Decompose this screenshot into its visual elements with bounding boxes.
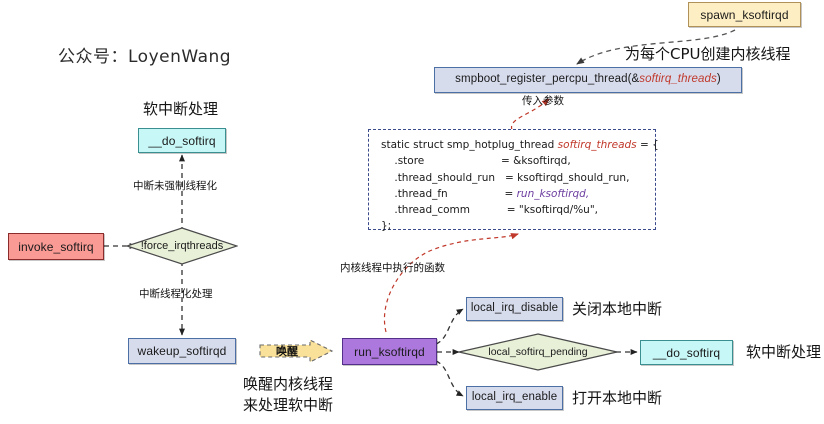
node-local-softirq-pending[interactable]: local_softirq_pending: [458, 333, 618, 371]
node-do-softirq-bottom[interactable]: __do_softirq: [640, 340, 733, 365]
node-smpboot-register-percpu-thread[interactable]: smpboot_register_percpu_thread(&softirq_…: [434, 67, 742, 93]
code-line-3-em: run_ksoftirqd,: [516, 187, 590, 200]
smpboot-suffix: ): [716, 73, 721, 86]
label-softirq-handling-bottom: 软中断处理: [746, 343, 822, 361]
code-line-1-text: .store = &ksoftirqd,: [381, 155, 571, 168]
code-line-0: static struct smp_hotplug_thread softirq…: [381, 137, 659, 153]
wakeup-arrow-banner: 唤醒: [258, 338, 334, 364]
node-local-irq-disable[interactable]: local_irq_disable: [466, 297, 563, 321]
node-do-softirq-bottom-label: __do_softirq: [652, 345, 721, 360]
label-enable-local-irq: 打开本地中断: [572, 389, 663, 407]
node-invoke-softirq-label: invoke_softirq: [18, 239, 94, 254]
label-pass-param: 传入参数: [522, 95, 564, 107]
node-run-ksoftirqd-label: run_ksoftirqd: [354, 344, 425, 359]
node-do-softirq-top-label: __do_softirq: [148, 133, 216, 148]
code-line-3: .thread_fn = run_ksoftirqd,: [381, 186, 645, 202]
code-line-2: .thread_should_run = ksoftirqd_should_ru…: [381, 170, 645, 186]
label-disable-local-irq: 关闭本地中断: [572, 300, 663, 318]
code-line-0-tail: = {: [636, 139, 659, 151]
code-block: static struct smp_hotplug_thread softirq…: [368, 129, 659, 232]
node-wakeup-softirqd-label: wakeup_softirqd: [137, 344, 227, 358]
code-line-2-text: .thread_should_run = ksoftirqd_should_ru…: [381, 171, 630, 184]
node-local-irq-enable[interactable]: local_irq_enable: [466, 386, 563, 410]
code-line-5: };: [381, 218, 645, 234]
smpboot-prefix: smpboot_register_percpu_thread(&: [455, 73, 640, 86]
node-force-irqthreads-label: !force_irqthreads: [140, 240, 224, 252]
code-line-4-text: .thread_comm = "ksoftirqd/%u",: [381, 204, 599, 217]
label-create-kthread-per-cpu: 为每个CPU创建内核线程: [625, 45, 791, 63]
label-kthread-exec-fn: 内核线程中执行的函数: [340, 262, 445, 274]
node-local-softirq-pending-label: local_softirq_pending: [488, 346, 588, 358]
label-threaded-handling: 中断线程化处理: [139, 288, 213, 300]
code-line-4: .thread_comm = "ksoftirqd/%u",: [381, 202, 645, 218]
label-wakeup-desc-line2: 来处理软中断: [243, 396, 334, 414]
node-wakeup-softirqd[interactable]: wakeup_softirqd: [128, 338, 236, 364]
node-spawn-ksoftirqd[interactable]: spawn_ksoftirqd: [688, 2, 801, 27]
node-invoke-softirq[interactable]: invoke_softirq: [8, 233, 104, 260]
code-line-0-em: softirq_threads: [557, 139, 637, 151]
node-local-irq-disable-label: local_irq_disable: [470, 302, 559, 315]
label-wakeup-desc-line1: 唤醒内核线程: [243, 375, 334, 393]
node-local-irq-enable-label: local_irq_enable: [471, 391, 558, 404]
code-line-3-text: .thread_fn =: [381, 187, 517, 200]
node-do-softirq-top[interactable]: __do_softirq: [138, 128, 226, 153]
wakeup-arrow-label: 唤醒: [276, 345, 298, 358]
code-line-1: .store = &ksoftirqd,: [381, 153, 645, 169]
watermark-text: 公众号：LoyenWang: [58, 47, 232, 67]
label-not-forced-threaded: 中断未强制线程化: [133, 180, 217, 192]
code-line-0-text: static struct smp_hotplug_thread: [381, 139, 558, 151]
node-spawn-ksoftirqd-label: spawn_ksoftirqd: [700, 7, 789, 22]
code-line-5-text: };: [381, 220, 392, 233]
node-force-irqthreads[interactable]: !force_irqthreads: [126, 227, 238, 265]
smpboot-arg: softirq_threads: [639, 73, 717, 86]
node-run-ksoftirqd[interactable]: run_ksoftirqd: [342, 338, 437, 365]
label-softirq-handling-top: 软中断处理: [143, 100, 219, 118]
